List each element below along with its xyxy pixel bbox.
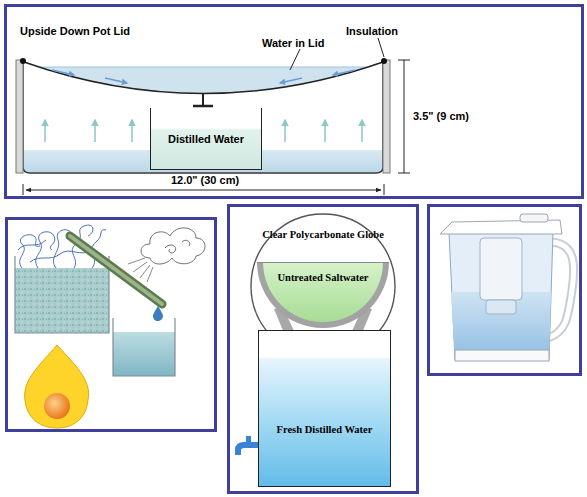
panel-frame (6, 6, 583, 198)
pot-lid (24, 62, 383, 94)
part-label: Insulation (346, 25, 398, 38)
drip-arrows (52, 70, 355, 83)
pitcher-body (449, 232, 553, 360)
water-tap (235, 442, 259, 455)
flame-core (44, 393, 70, 419)
steam-lines (18, 225, 106, 268)
dimension-label: 12.0" (30 cm) (120, 174, 290, 187)
height-dimension (398, 173, 410, 174)
drip-arrows (280, 78, 302, 83)
lid-knob (193, 105, 213, 108)
part-label: Water in Lid (262, 37, 325, 50)
steam-lines (20, 235, 40, 268)
boiling-water (15, 268, 109, 333)
node-text: Clear Polycarbonate Globe (250, 229, 396, 240)
panel-frame (7, 219, 216, 431)
cloud-swirl (182, 240, 190, 246)
lid-rim-dot (20, 58, 26, 64)
filter-pitcher-panel (429, 206, 581, 375)
height-dimension (398, 60, 410, 173)
lid-rim-dot (381, 58, 387, 64)
part-label: Upside Down Pot Lid (20, 25, 130, 38)
saltwater (263, 262, 383, 322)
drip-arrows (333, 70, 355, 75)
lid-water-surface (40, 67, 367, 68)
bowl-rim (257, 262, 389, 328)
bowl-edge (257, 262, 389, 263)
solar-still-panel (229, 206, 418, 493)
cooling-spray (140, 265, 150, 278)
vapor-arrows (361, 120, 363, 142)
vapor-arrows (94, 120, 96, 142)
vapor-arrows (284, 120, 286, 142)
filter-cartridge (486, 300, 516, 314)
insulation-bar (16, 60, 23, 173)
insulation-bar (383, 60, 390, 173)
filter-cartridge (480, 238, 522, 300)
steam-lines (36, 232, 55, 268)
flame (25, 345, 89, 428)
panel-frame (429, 206, 581, 375)
panel-frame (229, 206, 418, 493)
water-drop (153, 306, 163, 321)
width-dimension (384, 184, 385, 195)
vapor-arrows (44, 120, 46, 142)
pot-still-panel (6, 6, 583, 198)
height-dimension (398, 60, 410, 61)
lid-knob (202, 93, 204, 106)
collected-water (113, 332, 175, 376)
height-dimension (404, 60, 405, 173)
distilled-water-tank: Fresh Distilled Water (258, 330, 391, 487)
cloud-swirl (165, 245, 176, 253)
node-text: Fresh Distilled Water (259, 424, 390, 435)
vapor-arrows (131, 120, 133, 142)
pitcher-base (455, 350, 549, 361)
width-dimension (23, 184, 24, 195)
distilled-water-cup: Distilled Water (150, 108, 262, 170)
node-text: Distilled Water (151, 133, 261, 145)
pitcher-lid (520, 214, 548, 222)
steam-lines (30, 250, 92, 262)
pitcher-water (451, 292, 551, 360)
cooling-spray (128, 258, 145, 264)
cloud (141, 228, 205, 264)
lid-water (24, 67, 383, 94)
steam-lines (18, 240, 46, 250)
width-dimension (26, 190, 381, 191)
drip-arrows (105, 78, 127, 83)
pan-outline (23, 60, 383, 173)
beaker (113, 318, 175, 376)
leader-line (378, 38, 384, 57)
dimension-label: 3.5" (9 cm) (413, 110, 469, 123)
saltwater-bowl: Untreated Saltwater (257, 262, 389, 332)
drip-arrows (52, 70, 74, 75)
leader-line (290, 49, 300, 70)
boiling-panel (7, 219, 216, 431)
beaker (15, 256, 109, 333)
vapor-arrows (324, 120, 326, 142)
node-text: Untreated Saltwater (257, 272, 389, 283)
cooling-spray (133, 262, 147, 272)
cooling-spray (128, 258, 153, 282)
cooling-spray (147, 267, 153, 282)
water-tap (246, 436, 251, 443)
cloud-swirl (165, 240, 190, 253)
